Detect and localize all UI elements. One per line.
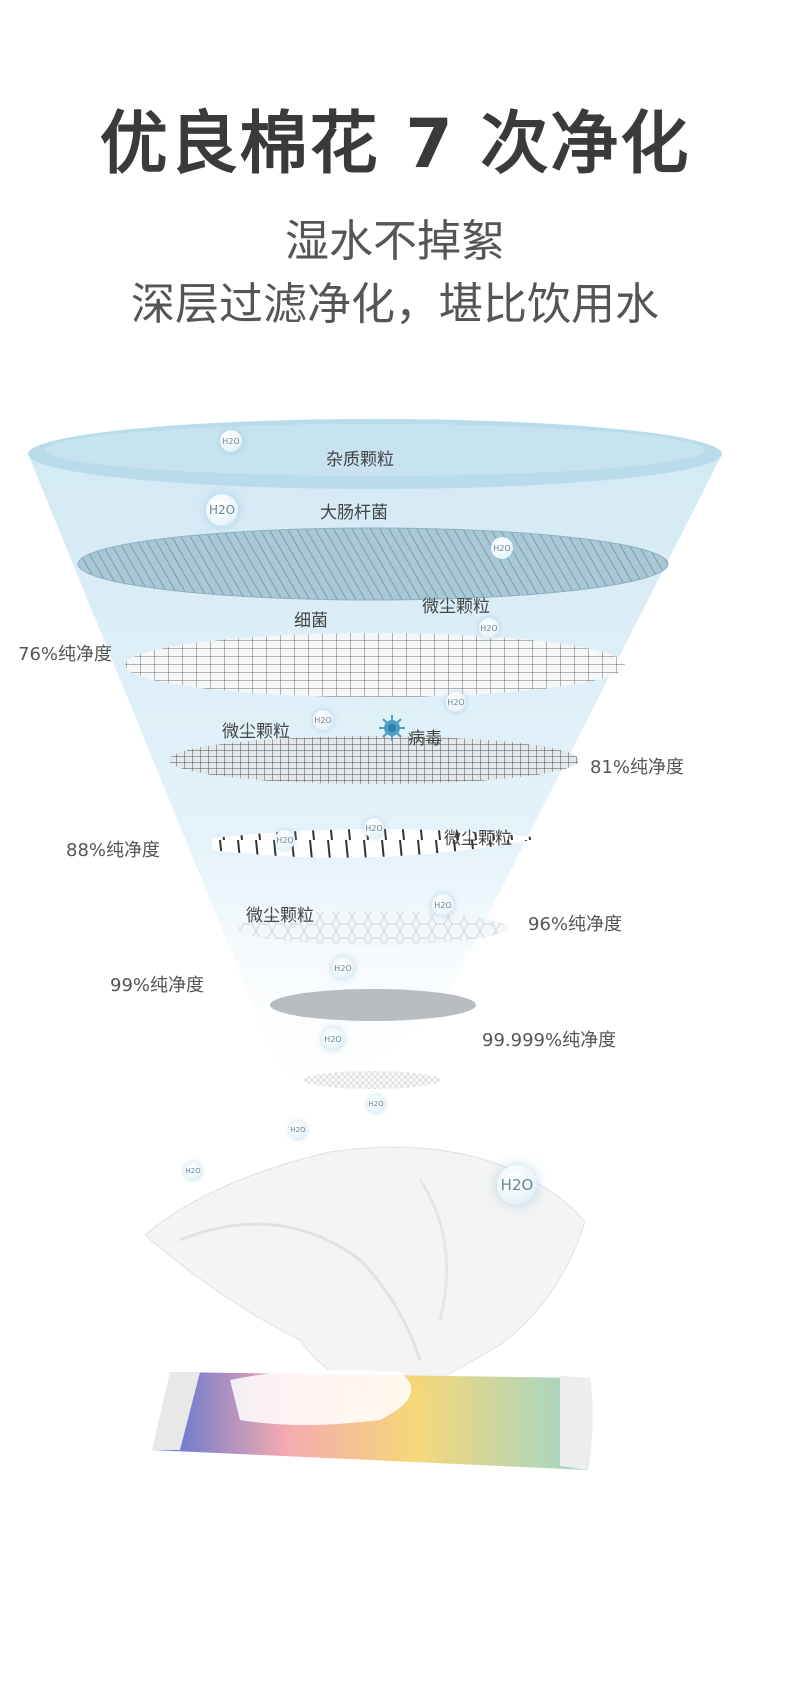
h2o-text: H2O xyxy=(368,1100,384,1108)
h2o-molecule-icon: H2O xyxy=(491,537,513,559)
h2o-molecule-icon: H2O xyxy=(275,830,295,850)
filter-layer-1 xyxy=(77,527,669,601)
h2o-text: H2O xyxy=(314,715,332,725)
label-dust-3: 微尘颗粒 xyxy=(444,829,512,849)
h2o-text: H2O xyxy=(290,1126,306,1134)
h2o-text: H2O xyxy=(208,503,236,517)
h2o-molecule-icon: H2O xyxy=(184,1162,202,1180)
funnel-body xyxy=(28,454,722,1120)
label-impurities: 杂质颗粒 xyxy=(326,450,394,470)
purity-99999: 99.999%纯净度 xyxy=(482,1030,617,1051)
filter-layer-7 xyxy=(304,1071,440,1089)
h2o-text: H2O xyxy=(447,697,465,707)
h2o-molecule-icon: H2O xyxy=(322,1028,344,1050)
subtitle-line-2: 深层过滤净化，堪比饮用水 xyxy=(131,279,659,330)
h2o-text: H2O xyxy=(434,900,452,910)
h2o-text: H2O xyxy=(185,1167,201,1175)
h2o-molecule-icon: H2O xyxy=(332,957,354,979)
filter-layer-5 xyxy=(237,911,507,945)
purity-96: 96%纯净度 xyxy=(528,914,623,935)
subtitle-line-1: 湿水不掉絮 xyxy=(285,216,505,267)
label-dust-2: 微尘颗粒 xyxy=(222,722,290,742)
h2o-molecule-icon: H2O xyxy=(367,1095,385,1113)
h2o-molecule-icon: H2O xyxy=(206,494,238,526)
virus-icon xyxy=(379,715,405,741)
h2o-molecule-icon: H2O xyxy=(479,618,499,638)
purity-99: 99%纯净度 xyxy=(110,975,205,996)
h2o-text: H2O xyxy=(334,963,352,973)
purity-81: 81%纯净度 xyxy=(590,757,685,778)
label-ecoli: 大肠杆菌 xyxy=(320,503,388,523)
label-virus: 病毒 xyxy=(408,729,442,749)
filter-layer-6 xyxy=(270,989,476,1021)
h2o-molecule-icon: H2O xyxy=(497,1165,537,1205)
h2o-molecule-icon: H2O xyxy=(432,894,454,916)
h2o-text: H2O xyxy=(365,823,383,833)
h2o-text: H2O xyxy=(493,543,511,553)
filter-layer-2 xyxy=(125,633,625,697)
h2o-text: H2O xyxy=(500,1176,534,1194)
h2o-text: H2O xyxy=(276,835,294,845)
wet-wipe-sheet xyxy=(144,1146,586,1401)
label-dust-4: 微尘颗粒 xyxy=(246,906,314,926)
h2o-molecule-icon: H2O xyxy=(364,818,384,838)
label-bacteria: 细菌 xyxy=(294,611,328,631)
h2o-text: H2O xyxy=(480,623,498,633)
h2o-molecule-icon: H2O xyxy=(313,710,333,730)
purity-88: 88%纯净度 xyxy=(66,840,161,861)
h2o-text: H2O xyxy=(324,1034,342,1044)
h2o-molecule-icon: H2O xyxy=(220,430,242,452)
page-title: 优良棉花 7 次净化 xyxy=(99,105,691,184)
h2o-molecule-icon: H2O xyxy=(289,1121,307,1139)
filter-layer-3 xyxy=(169,736,579,784)
label-dust-1: 微尘颗粒 xyxy=(422,597,490,617)
purity-76: 76%纯净度 xyxy=(18,644,113,665)
h2o-molecule-icon: H2O xyxy=(446,692,466,712)
h2o-text: H2O xyxy=(222,436,240,446)
